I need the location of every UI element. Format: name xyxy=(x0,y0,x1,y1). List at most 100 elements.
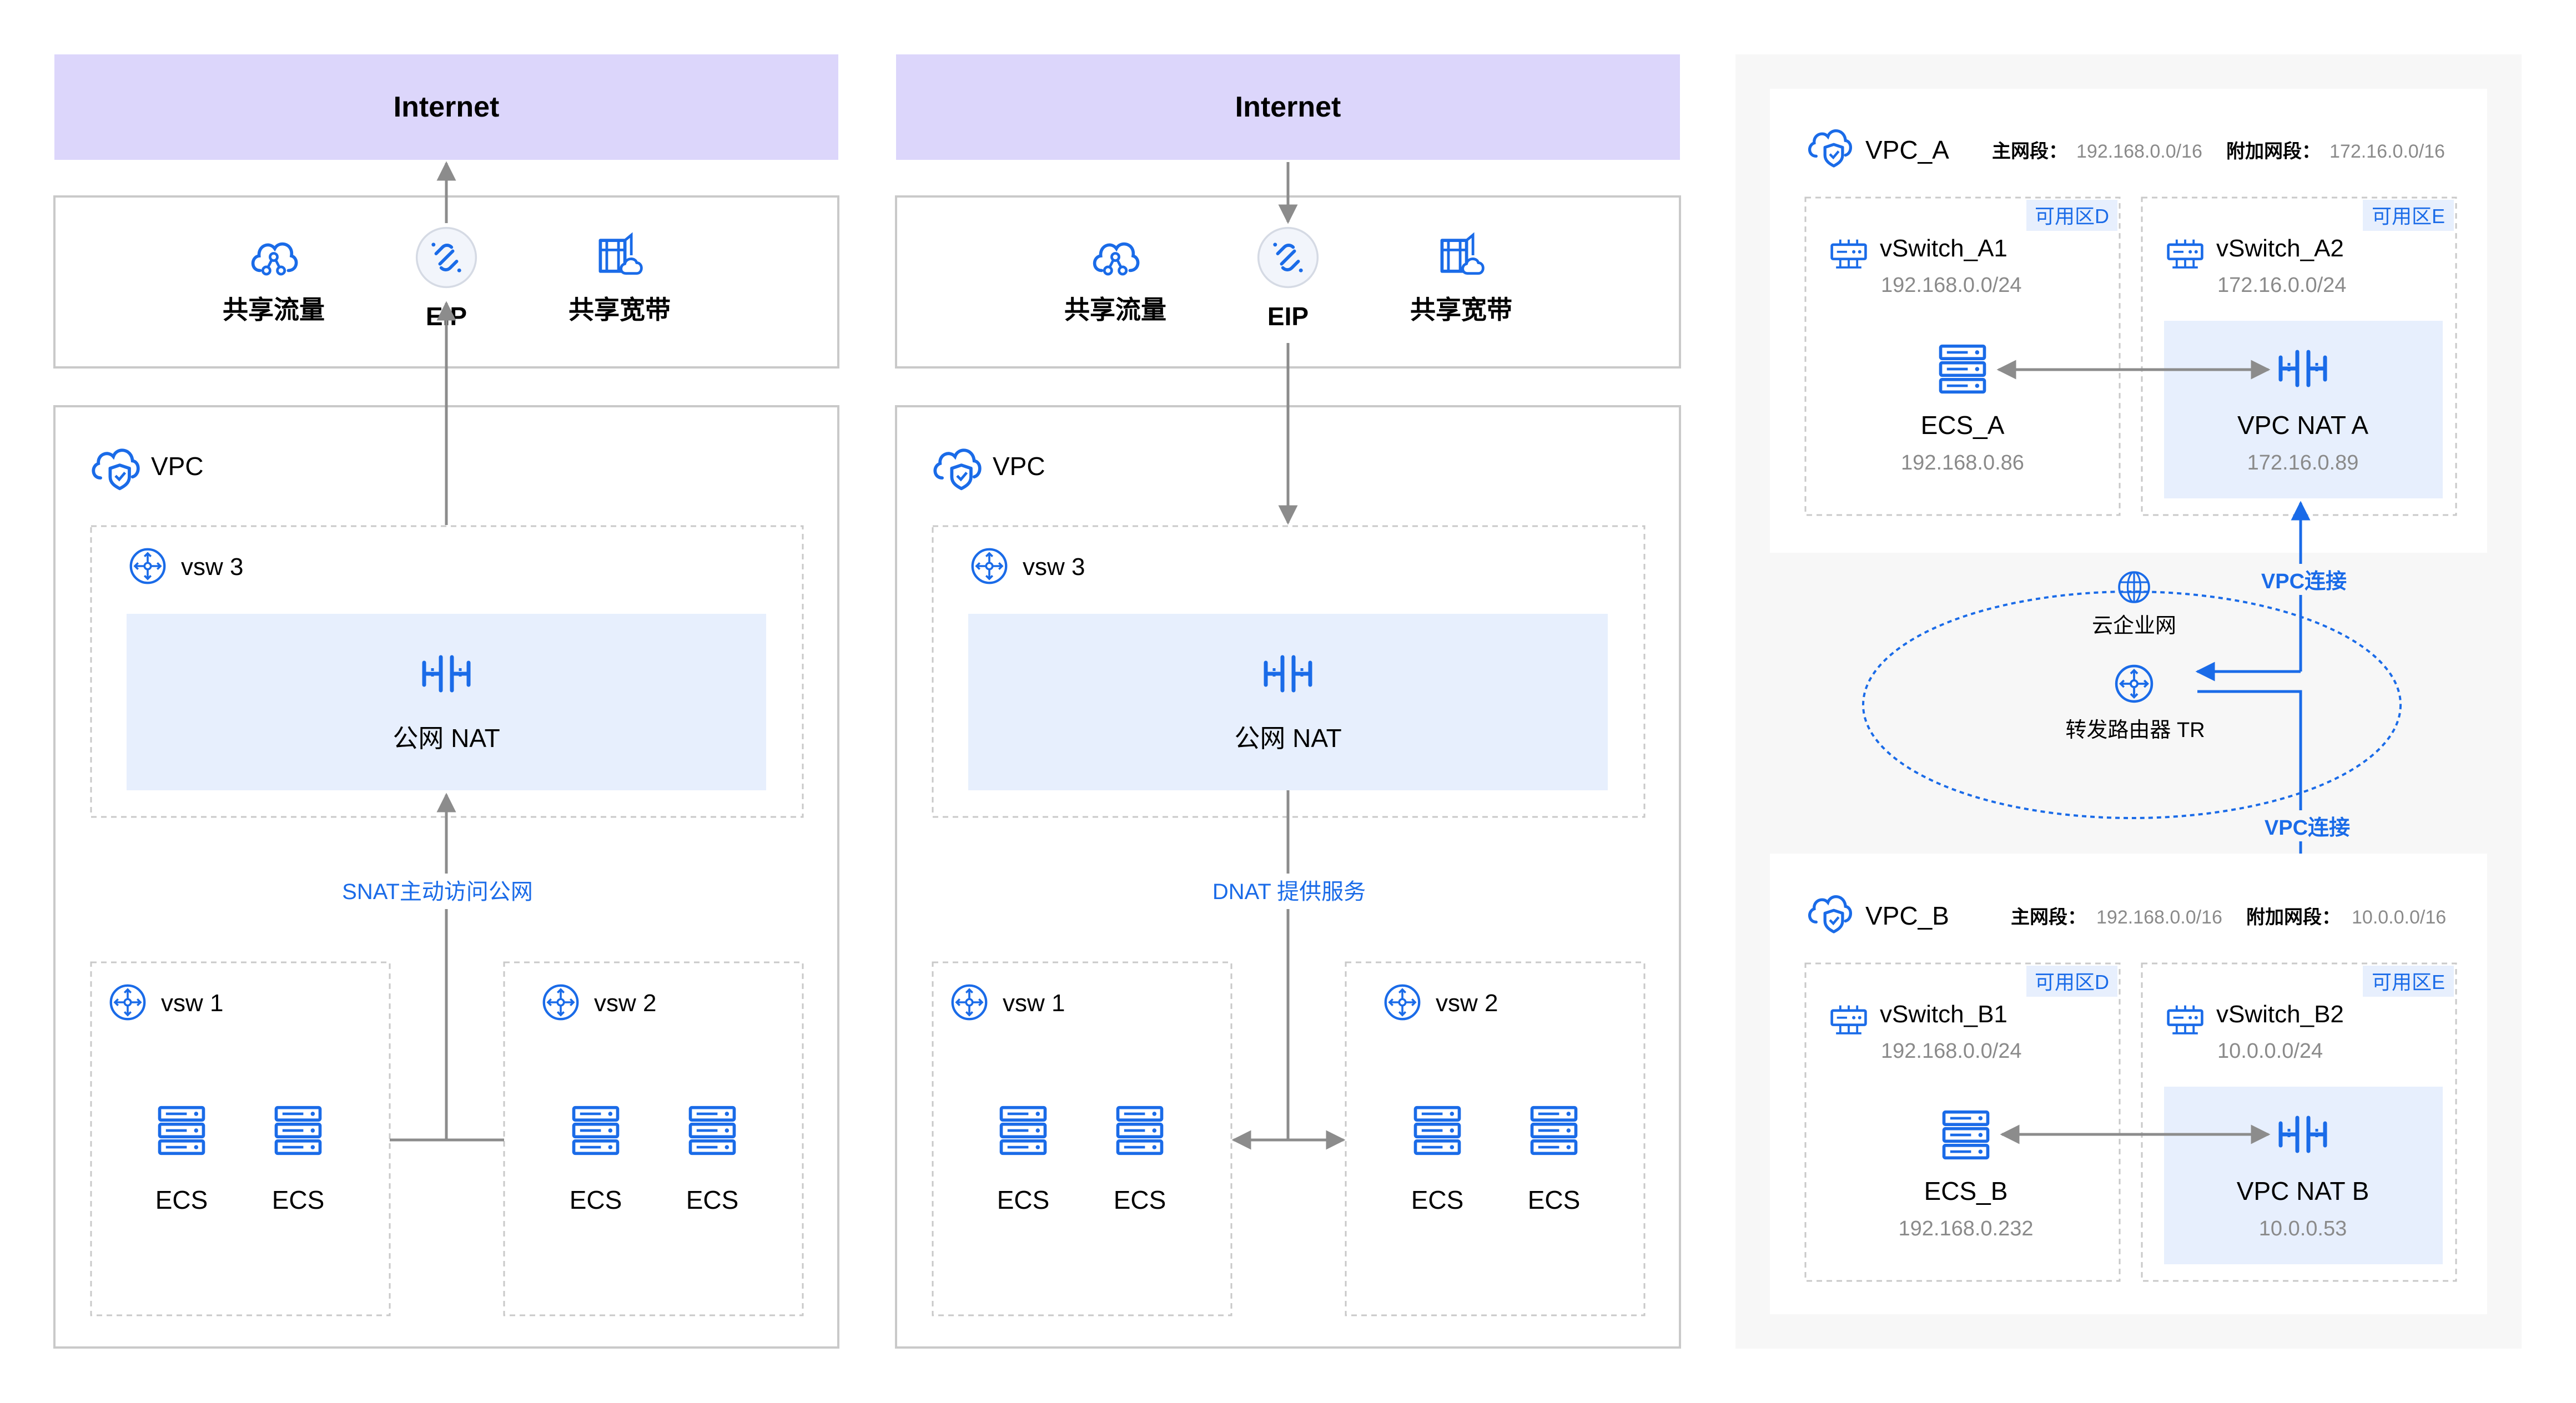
shared-traffic-label: 共享流量 xyxy=(1064,295,1166,324)
ecs-label: ECS xyxy=(1114,1185,1166,1214)
vpc-a-name: VPC_A xyxy=(1865,135,1949,164)
vpc-a-extra-cidr: 172.16.0.0/16 xyxy=(2330,141,2445,162)
vsw2-box xyxy=(1345,961,1646,1316)
dnat-label-bg xyxy=(1194,874,1382,909)
ecs-label: ECS xyxy=(997,1185,1050,1214)
ecs-server-icon xyxy=(160,1108,204,1154)
ecs-server-icon xyxy=(1002,1108,1045,1154)
zone-badge xyxy=(2026,966,2117,997)
shared-bandwidth-label: 共享宽带 xyxy=(1410,295,1512,324)
ecs-b-name: ECS_B xyxy=(1924,1177,2008,1205)
vpc-connection-bottom-label: VPC连接 xyxy=(2265,816,2350,840)
vpc-label: VPC xyxy=(151,452,204,481)
ecs-server-icon xyxy=(1118,1108,1162,1154)
zone-badge xyxy=(2363,200,2454,231)
nat-label: 公网 NAT xyxy=(393,724,500,753)
vsw2-router-icon xyxy=(1386,986,1419,1019)
vpc-a-main-cidr-label: 主网段： xyxy=(1992,140,2067,162)
vsw3-router-icon xyxy=(973,549,1006,583)
ecs-server-icon xyxy=(1416,1108,1460,1154)
vswitch-a2-name: vSwitch_A2 xyxy=(2216,235,2344,262)
tr-label: 转发路由器 TR xyxy=(2065,719,2205,742)
vsw3-label: vsw 3 xyxy=(1023,553,1085,581)
nat-box xyxy=(968,614,1608,790)
ecs-a-name: ECS_A xyxy=(1921,411,2005,440)
vpc-nat-b-name: VPC NAT B xyxy=(2237,1177,2369,1205)
vpc-nat-a-box xyxy=(2164,321,2443,498)
ecs-server-icon xyxy=(276,1108,320,1154)
eip-icon xyxy=(417,228,476,287)
tr-router-icon xyxy=(2116,666,2152,702)
vpc-label: VPC xyxy=(993,452,1045,481)
ecs-label: ECS xyxy=(272,1185,325,1214)
vsw2-router-icon xyxy=(544,986,577,1019)
vswitch-a2-cidr: 172.16.0.0/24 xyxy=(2217,274,2346,297)
vswitch-b1-box xyxy=(1804,962,2121,1282)
vpc-b-main-cidr-label: 主网段： xyxy=(2011,906,2086,928)
ecs-label: ECS xyxy=(1528,1185,1581,1214)
vpc-conn-bottom-bg xyxy=(2257,810,2357,841)
vpc-b-main-cidr: 192.168.0.0/16 xyxy=(2096,907,2222,928)
nat-label: 公网 NAT xyxy=(1234,724,1341,753)
zone-badge-label: 可用区D xyxy=(2035,971,2109,993)
nat-box xyxy=(127,614,766,790)
vswitch-a1-box xyxy=(1804,196,2121,516)
vsw1-label: vsw 1 xyxy=(1003,990,1065,1017)
panel-vpc-nat: VPC_A 主网段： 192.168.0.0/16 附加网段： 172.16.0… xyxy=(1735,54,2522,1349)
vpc-nat-b-box xyxy=(2164,1087,2443,1264)
vsw3-box xyxy=(932,525,1646,818)
ecs-server-icon xyxy=(1941,346,1985,392)
snat-label-bg xyxy=(335,874,557,909)
panel-dnat: Internet 共享流量 EIP 共享宽带 VPC vsw 3 公网 NAT … xyxy=(895,54,1681,1349)
vswitch-a2-box xyxy=(2141,196,2457,516)
internet-box xyxy=(54,54,838,160)
vswitch-b1-name: vSwitch_B1 xyxy=(1880,1001,2008,1028)
shared-bandwidth-label: 共享宽带 xyxy=(568,295,671,324)
vsw1-box xyxy=(932,961,1232,1316)
snat-flow-label: SNAT主动访问公网 xyxy=(342,880,533,904)
vsw3-router-icon xyxy=(131,549,164,583)
zone-badge-label: 可用区D xyxy=(2035,205,2109,228)
cen-ellipse xyxy=(1862,591,2402,819)
vpc-connection-top-label: VPC连接 xyxy=(2261,570,2347,593)
vpc-nat-a-ip: 172.16.0.89 xyxy=(2247,451,2359,475)
zone-badge xyxy=(2026,200,2117,231)
ecs-server-icon xyxy=(574,1108,618,1154)
vsw1-router-icon xyxy=(111,986,144,1019)
eip-label: EIP xyxy=(1267,302,1309,331)
internet-label: Internet xyxy=(1235,91,1341,123)
zone-badge xyxy=(2363,966,2454,997)
vsw1-label: vsw 1 xyxy=(161,990,223,1017)
shared-traffic-label: 共享流量 xyxy=(223,295,325,324)
panel-snat: Internet 共享流量 EIP 共享宽带 VPC vsw 3 公网 NAT … xyxy=(53,54,839,1349)
vsw2-label: vsw 2 xyxy=(594,990,656,1017)
internet-label: Internet xyxy=(394,91,500,123)
cen-label: 云企业网 xyxy=(2092,614,2176,638)
vpc-nat-b-ip: 10.0.0.53 xyxy=(2259,1217,2347,1240)
ecs-label: ECS xyxy=(570,1185,622,1214)
ecs-label: ECS xyxy=(686,1185,739,1214)
ecs-label: ECS xyxy=(1411,1185,1464,1214)
vpc-b-extra-cidr-label: 附加网段： xyxy=(2246,906,2341,928)
vpc-a-main-cidr: 192.168.0.0/16 xyxy=(2076,141,2202,162)
vsw1-router-icon xyxy=(953,986,986,1019)
vswitch-b2-box xyxy=(2141,962,2457,1282)
zone-badge-label: 可用区E xyxy=(2372,971,2445,993)
vsw2-box xyxy=(503,961,804,1316)
vsw2-label: vsw 2 xyxy=(1436,990,1498,1017)
vswitch-b1-cidr: 192.168.0.0/24 xyxy=(1881,1039,2022,1063)
ecs-label: ECS xyxy=(155,1185,208,1214)
vswitch-a1-name: vSwitch_A1 xyxy=(1880,235,2008,262)
vpc-b-name: VPC_B xyxy=(1865,901,1949,930)
eip-icon xyxy=(1259,228,1318,287)
ecs-server-icon xyxy=(1944,1112,1988,1158)
vswitch-b2-cidr: 10.0.0.0/24 xyxy=(2217,1039,2323,1063)
ecs-server-icon xyxy=(691,1108,734,1154)
vswitch-b2-name: vSwitch_B2 xyxy=(2216,1001,2344,1028)
vpc-b-extra-cidr: 10.0.0.0/16 xyxy=(2352,907,2446,928)
ecs-a-ip: 192.168.0.86 xyxy=(1901,451,2024,475)
vpc-conn-top-bg xyxy=(2254,564,2354,595)
vswitch-a1-cidr: 192.168.0.0/24 xyxy=(1881,274,2022,297)
vpc-nat-a-name: VPC NAT A xyxy=(2237,411,2368,440)
